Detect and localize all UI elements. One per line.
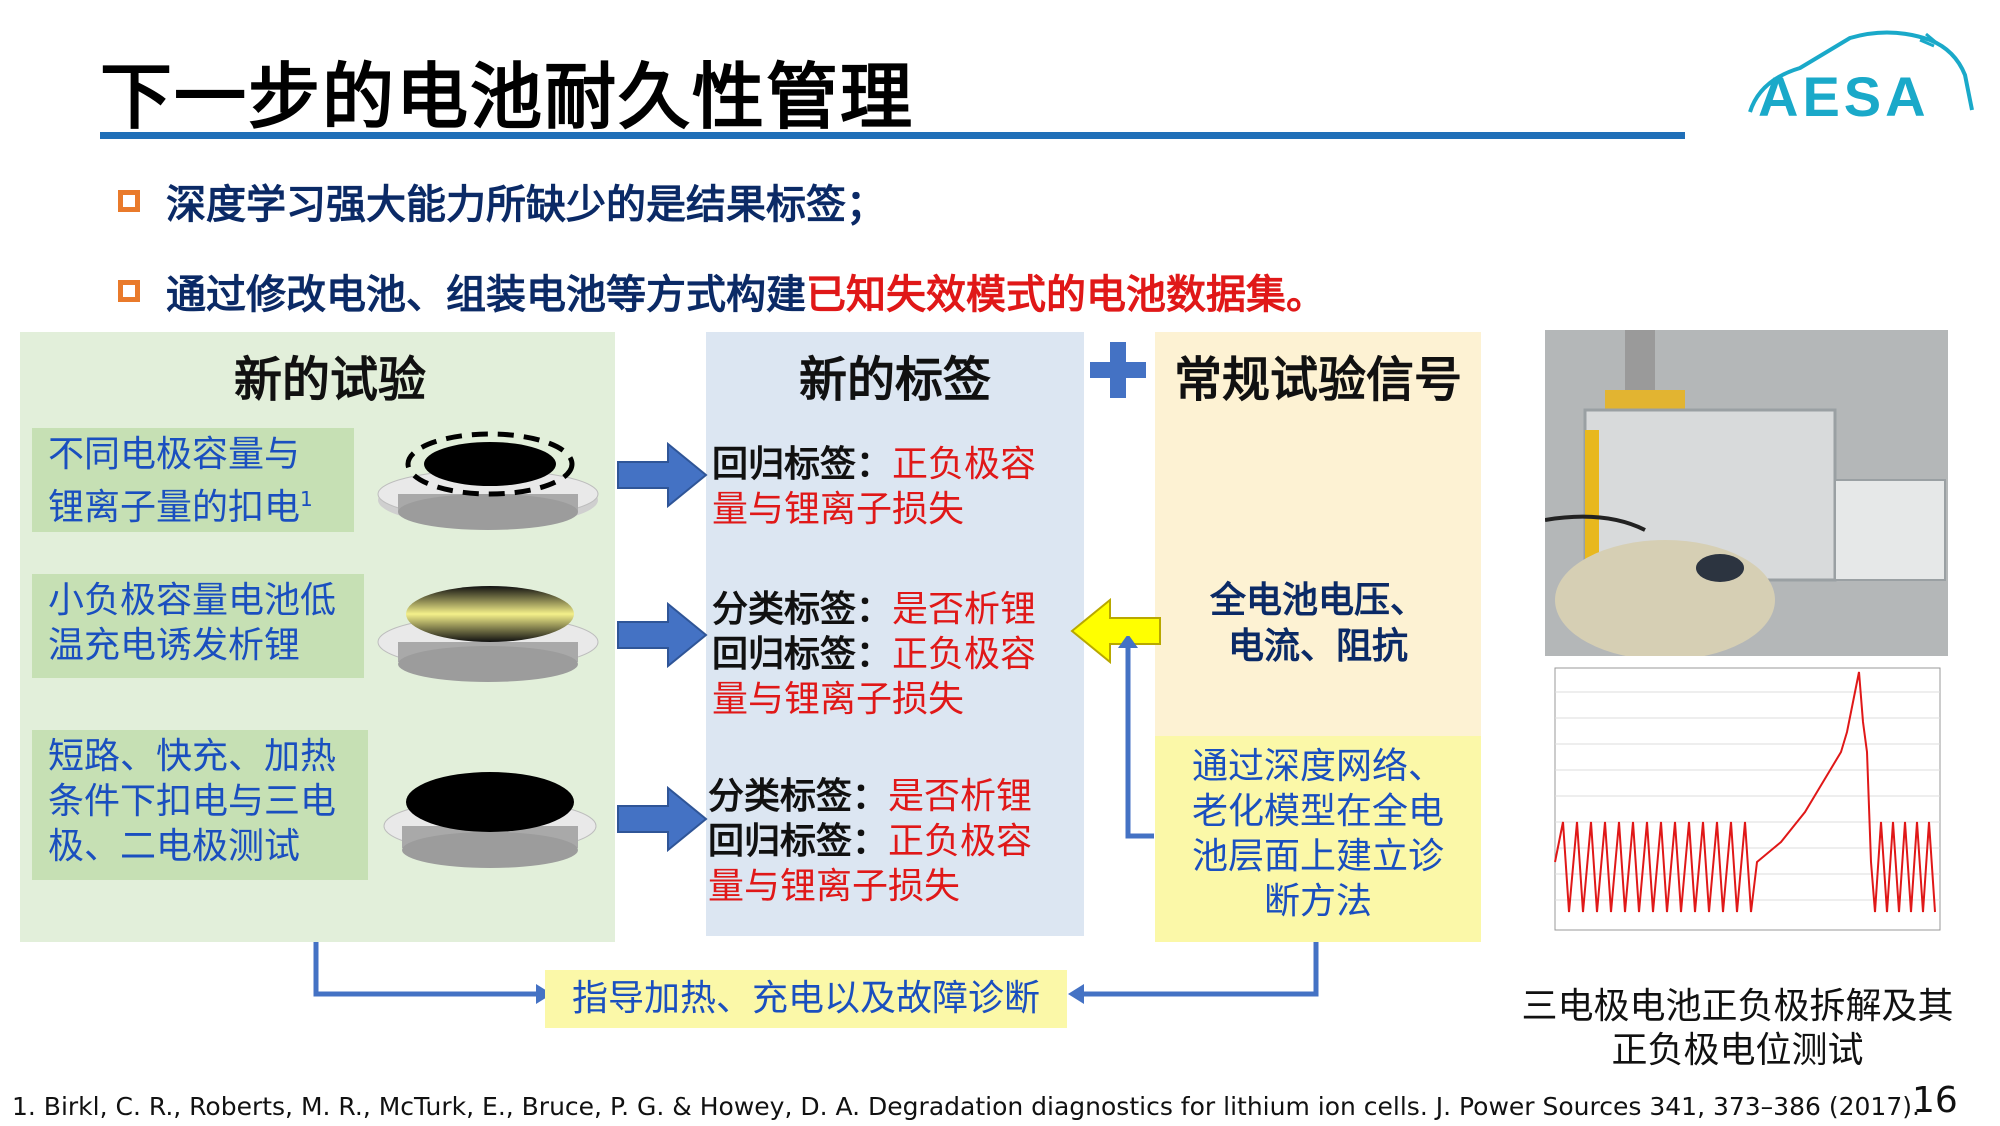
test-label-3: 短路、快充、加热 条件下扣电与三电 极、二电极测试 <box>32 730 368 880</box>
label-group-3: 分类标签：是否析锂 回归标签：正负极容 量与锂离子损失 <box>708 774 1084 909</box>
coin-cell-dashed-icon <box>377 431 599 530</box>
bullet-2-emphasis: 已知失效模式的电池数据集。 <box>806 272 1326 318</box>
method-line-4: 断方法 <box>1263 881 1372 922</box>
regression-value-cont: 量与锂离子损失 <box>712 679 965 720</box>
signal-text: 全电池电压、 电流、阻抗 <box>1155 578 1481 670</box>
footnote-marker: 1 <box>300 487 313 511</box>
test-label-1-line2: 锂离子量的扣电 <box>48 487 301 528</box>
new-labels-header: 新的标签 <box>798 352 991 408</box>
arrow-left-yellow-icon <box>1070 598 1161 664</box>
title-divider <box>100 132 1685 139</box>
regression-value: 正负极容 <box>892 444 1037 485</box>
aesa-logo: AESA <box>1748 30 1974 128</box>
classification-value: 是否析锂 <box>888 776 1033 817</box>
guide-box: 指导加热、充电以及故障诊断 <box>545 970 1067 1028</box>
test-label-1: 不同电极容量与 锂离子量的扣电1 <box>32 428 354 532</box>
test-label-1-line2-wrap: 锂离子量的扣电1 <box>48 477 354 530</box>
connector-arrows <box>313 636 1319 1004</box>
regression-label: 回归标签： <box>712 444 893 485</box>
bullet-1-text: 深度学习强大能力所缺少的是结果标签； <box>166 182 886 228</box>
signal-line-1: 全电池电压、 <box>1209 580 1426 621</box>
regression-label: 回归标签： <box>708 821 889 862</box>
method-line-3: 池层面上建立诊 <box>1191 836 1444 877</box>
bullet-square-icon <box>118 280 140 302</box>
bullet-2: 通过修改电池、组装电池等方式构建已知失效模式的电池数据集。 <box>118 262 1326 320</box>
plus-icon <box>1090 342 1146 398</box>
label-group-2: 分类标签：是否析锂 回归标签：正负极容 量与锂离子损失 <box>712 587 1084 722</box>
method-text: 通过深度网络、 老化模型在全电 池层面上建立诊 断方法 <box>1160 744 1476 924</box>
test-label-3-line1: 短路、快充、加热 <box>48 736 337 777</box>
caption-line-2: 正负极电位测试 <box>1611 1030 1864 1071</box>
conventional-signals-header: 常规试验信号 <box>1173 352 1462 408</box>
classification-value: 是否析锂 <box>892 589 1037 630</box>
new-tests-header: 新的试验 <box>233 352 426 408</box>
coin-cell-gradient-icon <box>377 586 599 682</box>
new-labels-panel <box>706 332 1084 936</box>
caption-line-1: 三电极电池正负极拆解及其 <box>1521 986 1954 1027</box>
reference-footnote: 1. Birkl, C. R., Roberts, M. R., McTurk,… <box>12 1092 1920 1121</box>
potential-chart <box>1525 662 1965 952</box>
photo-caption: 三电极电池正负极拆解及其 正负极电位测试 <box>1500 985 1975 1073</box>
regression-value: 正负极容 <box>888 821 1033 862</box>
test-label-2-line1: 小负极容量电池低 <box>48 580 337 621</box>
bullet-square-icon <box>118 190 140 212</box>
page-number: 16 <box>1912 1080 1958 1121</box>
bullet-1: 深度学习强大能力所缺少的是结果标签； <box>118 172 886 230</box>
classification-label: 分类标签： <box>708 776 889 817</box>
method-line-1: 通过深度网络、 <box>1191 746 1444 787</box>
label-group-1: 回归标签：正负极容 量与锂离子损失 <box>712 442 1084 532</box>
test-label-2-line2: 温充电诱发析锂 <box>48 625 301 666</box>
arrow-right-icon <box>617 442 708 508</box>
arrow-right-icon <box>617 786 708 852</box>
signal-line-2: 电流、阻抗 <box>1227 626 1408 667</box>
regression-value-cont: 量与锂离子损失 <box>708 866 961 907</box>
coin-cell-black-icon <box>383 772 597 868</box>
regression-label: 回归标签： <box>712 634 893 675</box>
method-line-2: 老化模型在全电 <box>1191 791 1444 832</box>
logo-text: AESA <box>1758 65 1930 128</box>
test-label-3-line3: 极、二电极测试 <box>48 826 301 867</box>
pouch-cell-photo <box>1545 330 1948 656</box>
test-label-3-line2: 条件下扣电与三电 <box>48 781 337 822</box>
regression-value-cont: 量与锂离子损失 <box>712 489 965 530</box>
method-box <box>1155 736 1481 942</box>
page-title: 下一步的电池耐久性管理 <box>100 55 915 139</box>
regression-value: 正负极容 <box>892 634 1037 675</box>
test-label-2: 小负极容量电池低 温充电诱发析锂 <box>32 574 364 678</box>
classification-label: 分类标签： <box>712 589 893 630</box>
test-label-1-line1: 不同电极容量与 <box>48 434 301 475</box>
bullet-2-text: 通过修改电池、组装电池等方式构建 <box>166 272 806 318</box>
arrow-right-icon <box>617 602 708 668</box>
